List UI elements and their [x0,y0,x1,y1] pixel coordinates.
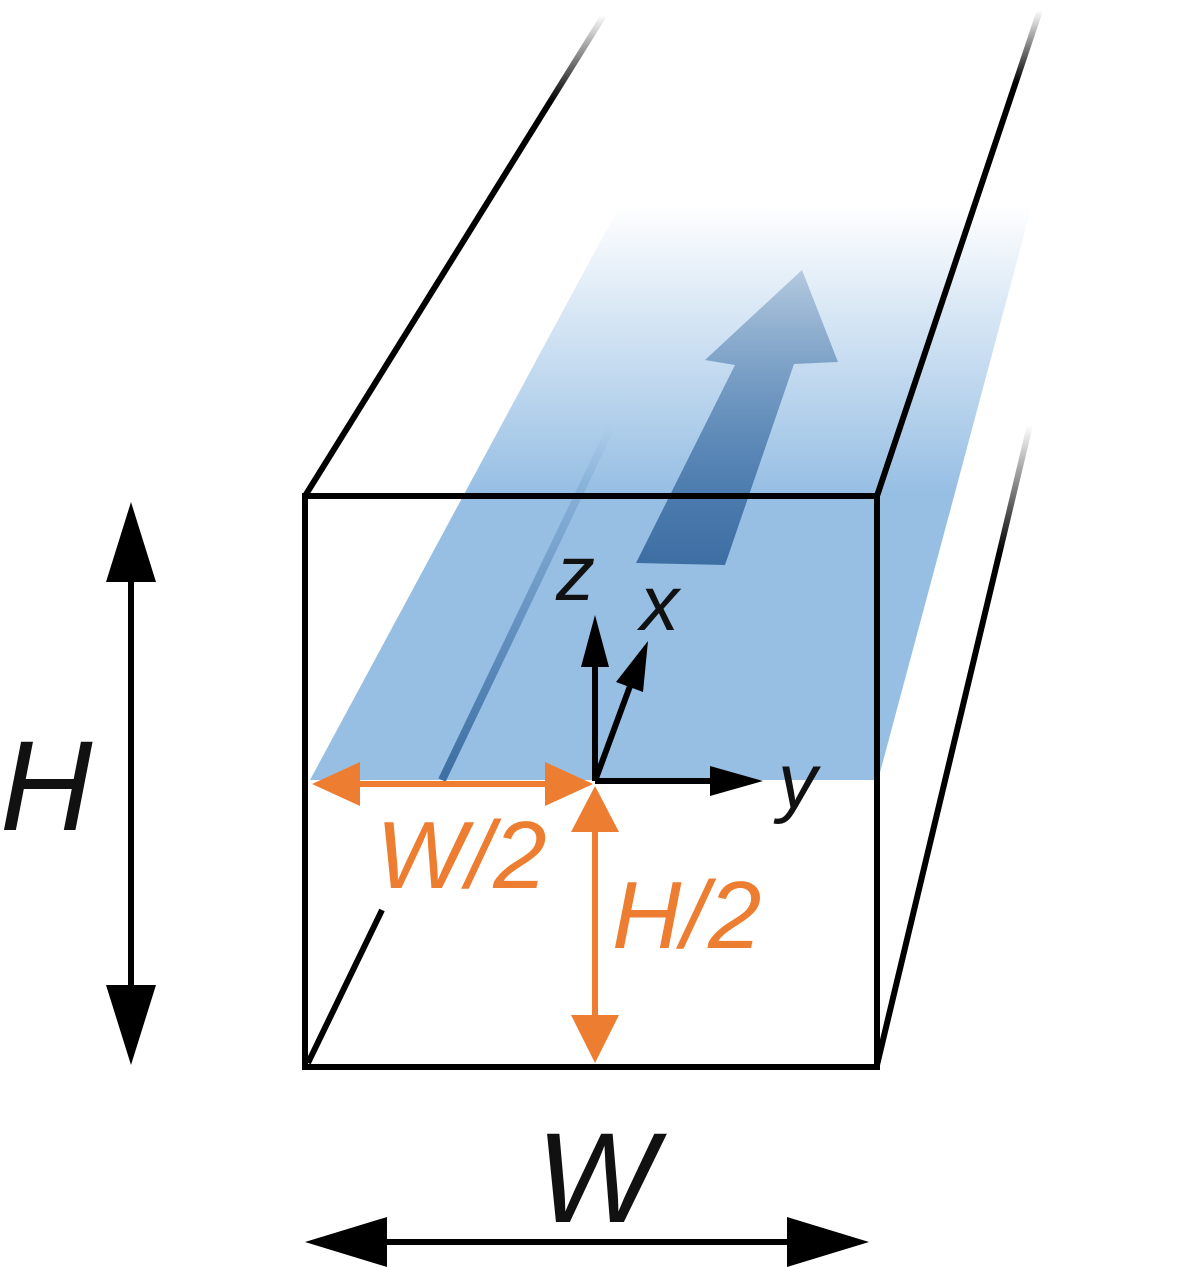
height-dimension-arrow [106,502,156,1065]
channel-front-face [302,493,880,1070]
arrow-icon [571,786,619,832]
arrow-icon [305,1217,387,1267]
arrow-icon [106,985,156,1065]
inner-edge-line [438,423,616,782]
fluid-plane [310,205,1032,780]
flow-arrow-icon [636,270,838,565]
arrow-icon [710,766,763,796]
half-height-arrow [571,786,619,1063]
half-width-label: W/2 [376,802,547,909]
top-right-edge [874,9,1043,497]
half-height-label: H/2 [612,862,761,969]
axis-x-label: x [636,559,682,647]
arrow-icon [545,762,593,806]
arrow-icon [581,615,609,667]
axis-z-arrow [581,615,609,781]
half-width-arrow [312,762,593,806]
axis-y-arrow [595,766,763,796]
axis-y-label: y [773,737,821,825]
axis-x-arrow [592,641,648,783]
bottom-right-edge [874,424,1033,1066]
height-label: H [0,715,93,858]
hidden-bottom-left-edge [305,908,385,1065]
arrow-icon [787,1217,869,1267]
top-left-edge [302,13,607,498]
arrow-icon [616,641,648,692]
width-label: W [536,1107,667,1250]
arrow-icon [106,502,156,582]
arrow-icon [312,762,360,806]
width-dimension-arrow [305,1217,869,1267]
axis-z-label: z [555,529,595,617]
arrow-icon [571,1015,619,1063]
